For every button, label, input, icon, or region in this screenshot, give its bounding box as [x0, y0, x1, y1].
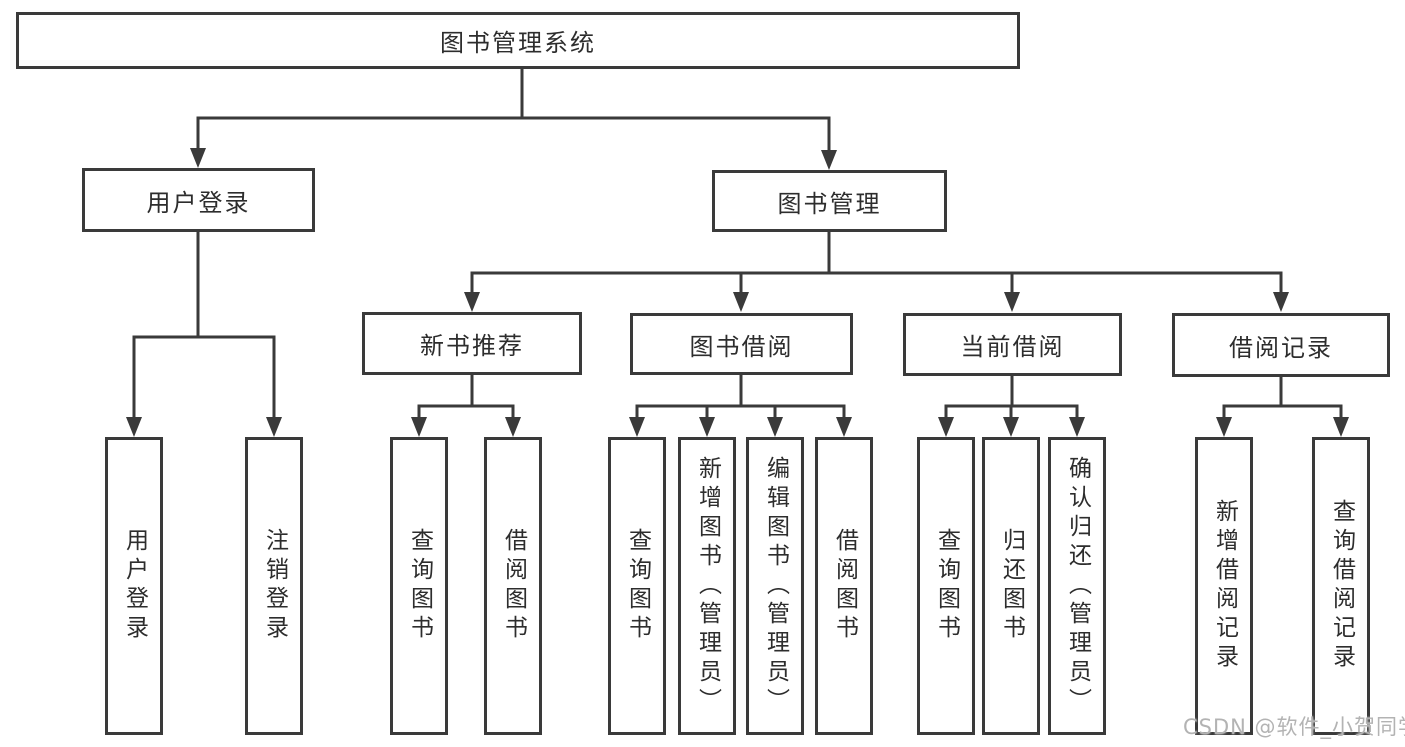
node-root-label: 图书管理系统	[440, 29, 596, 57]
leaf-add-books-admin: 新增图书（管理员）	[678, 437, 736, 735]
node-book-borrow-label: 图书借阅	[689, 332, 794, 361]
leaf-current-query-books-label: 查询图书	[933, 528, 960, 644]
node-book-management: 图书管理	[712, 170, 947, 232]
leaf-add-borrow-record-label: 新增借阅记录	[1211, 499, 1238, 673]
leaf-newbook-borrow-books-label: 借阅图书	[500, 528, 527, 644]
leaf-logout-label: 注销登录	[261, 528, 288, 644]
leaf-query-borrow-record-label: 查询借阅记录	[1328, 499, 1355, 673]
node-book-borrow: 图书借阅	[630, 313, 853, 375]
leaf-borrow-query-books-label: 查询图书	[624, 528, 651, 644]
leaf-borrow-books: 借阅图书	[815, 437, 873, 735]
leaf-borrow-query-books: 查询图书	[608, 437, 666, 735]
leaf-user-login-label: 用户登录	[121, 528, 148, 644]
node-root-title: 图书管理系统	[16, 12, 1020, 69]
leaf-query-borrow-record: 查询借阅记录	[1312, 437, 1370, 735]
leaf-logout: 注销登录	[245, 437, 303, 735]
leaf-confirm-return-admin-label: 确认归还（管理员）	[1064, 455, 1091, 717]
node-user-login-label: 用户登录	[146, 188, 251, 217]
node-borrow-record-label: 借阅记录	[1229, 333, 1333, 362]
node-current-borrow: 当前借阅	[903, 313, 1122, 376]
leaf-add-books-admin-label: 新增图书（管理员）	[694, 455, 721, 717]
node-new-book-recommend-label: 新书推荐	[420, 332, 524, 360]
node-new-book-recommend: 新书推荐	[362, 312, 582, 375]
node-user-login: 用户登录	[82, 168, 315, 232]
leaf-current-query-books: 查询图书	[917, 437, 975, 735]
arrowheads	[126, 148, 1349, 437]
watermark: CSDN @软件_小贺同学	[1183, 715, 1405, 739]
leaf-edit-books-admin: 编辑图书（管理员）	[746, 437, 804, 735]
node-current-borrow-label: 当前借阅	[960, 333, 1065, 361]
node-book-management-label: 图书管理	[777, 189, 882, 218]
node-borrow-record: 借阅记录	[1172, 313, 1390, 377]
leaf-return-books-label: 归还图书	[998, 528, 1025, 644]
leaf-newbook-borrow-books: 借阅图书	[484, 437, 542, 735]
leaf-user-login: 用户登录	[105, 437, 163, 735]
leaf-add-borrow-record: 新增借阅记录	[1195, 437, 1253, 735]
leaf-borrow-books-label: 借阅图书	[831, 528, 858, 644]
leaf-return-books: 归还图书	[982, 437, 1040, 735]
leaf-newbook-query-books: 查询图书	[390, 437, 448, 735]
leaf-newbook-query-books-label: 查询图书	[406, 528, 433, 644]
leaf-confirm-return-admin: 确认归还（管理员）	[1048, 437, 1106, 735]
leaf-edit-books-admin-label: 编辑图书（管理员）	[762, 455, 789, 717]
